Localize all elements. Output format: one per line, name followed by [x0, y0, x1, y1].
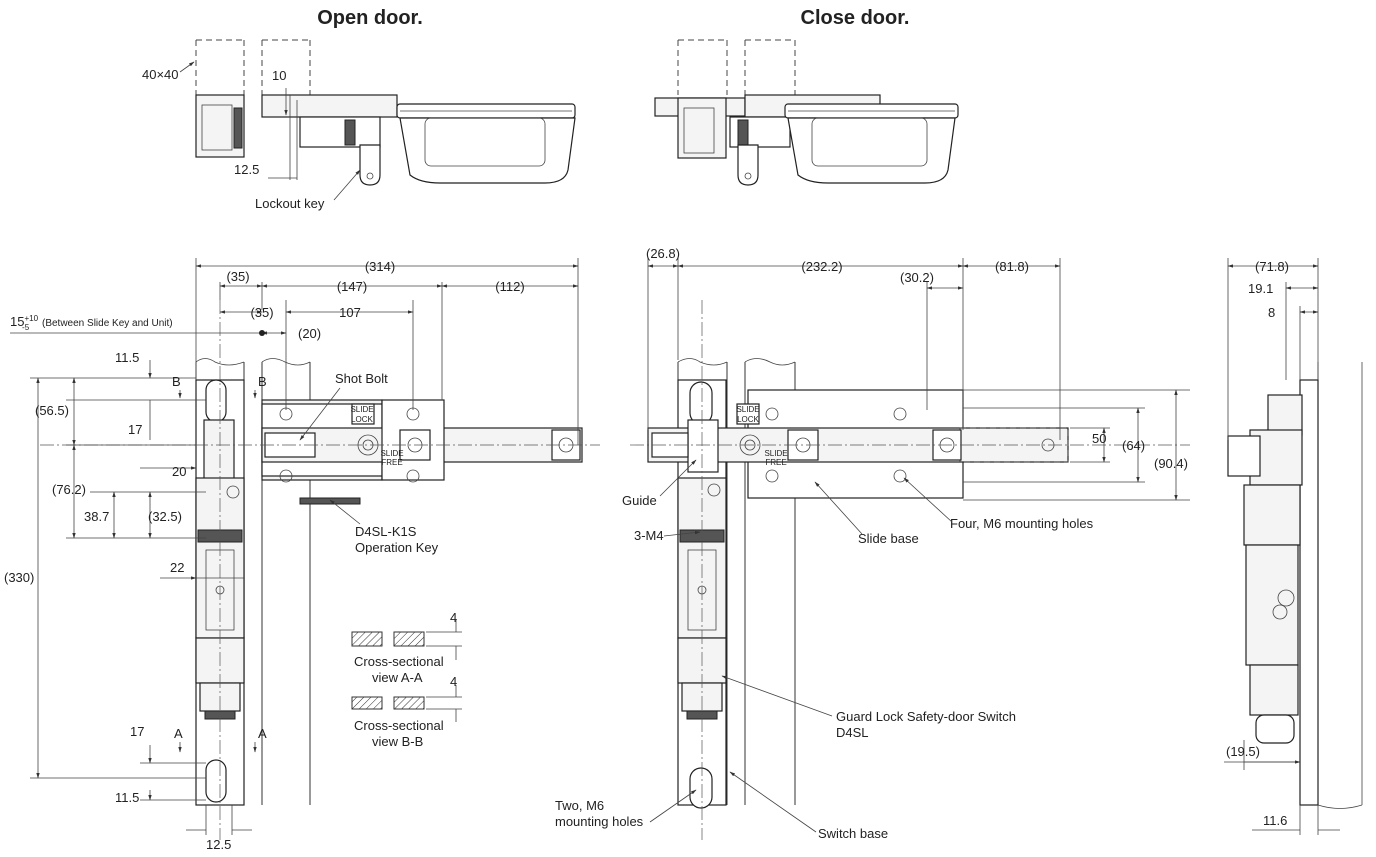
- two-m6-line2: mounting holes: [555, 814, 644, 829]
- dim-112: (112): [495, 279, 524, 294]
- dim-64: (64): [1122, 438, 1145, 453]
- dim-11-6: 11.6: [1263, 813, 1287, 828]
- two-m6-line1: Two, M6: [555, 798, 604, 813]
- close-slide-lock: LOCK: [737, 415, 759, 424]
- dim-314: (314): [365, 259, 395, 274]
- cross-sections: 4 Cross-sectional view A-A 4 Cross-secti…: [351, 610, 462, 749]
- dim-32-5: (32.5): [148, 509, 182, 524]
- dim-147: (147): [337, 279, 367, 294]
- op-key-line1: D4SL-K1S: [355, 524, 417, 539]
- title-open-door: Open door.: [317, 7, 423, 29]
- close-slide-free-top: SLIDE: [764, 449, 787, 458]
- dim-26-8: (26.8): [646, 246, 680, 261]
- top-view-close-door: [654, 39, 959, 186]
- dim-17-bottom: 17: [130, 724, 144, 739]
- cs-aa-line1: Cross-sectional: [354, 654, 444, 669]
- open-slide-free: FREE: [381, 458, 402, 467]
- close-slide-free: FREE: [765, 458, 786, 467]
- open-slide-lock-top: SLIDE: [350, 405, 373, 414]
- section-dim-4a: 4: [450, 610, 457, 625]
- cs-bb-line1: Cross-sectional: [354, 718, 444, 733]
- side-view: (71.8) 19.1 8 (19.5) 11.6: [1224, 258, 1363, 835]
- dim-20: 20: [172, 464, 186, 479]
- dim-107: 107: [339, 305, 361, 320]
- dim-17-top: 17: [128, 422, 142, 437]
- top-dim-10: 10: [272, 68, 286, 83]
- dim-22: 22: [170, 560, 184, 575]
- dim-50: 50: [1092, 431, 1106, 446]
- switch-base-label: Switch base: [818, 826, 888, 841]
- dim-232-2: (232.2): [801, 259, 842, 274]
- open-slide-lock: LOCK: [351, 415, 373, 424]
- cs-bb-line2: view B-B: [372, 734, 423, 749]
- tolerance-15: 15+10-5: [10, 314, 39, 332]
- section-a-right: A: [258, 726, 267, 741]
- dim-56-5: (56.5): [35, 403, 69, 418]
- section-b-right: B: [258, 374, 267, 389]
- dim-11-5-bottom: 11.5: [115, 790, 139, 805]
- dim-19-1: 19.1: [1248, 281, 1273, 296]
- guide-label: Guide: [622, 493, 657, 508]
- close-slide-lock-top: SLIDE: [736, 405, 759, 414]
- op-key-line2: Operation Key: [355, 540, 439, 555]
- dim-35-lower: (35): [250, 305, 273, 320]
- cs-aa-line2: view A-A: [372, 670, 423, 685]
- dim-20-paren: (20): [298, 326, 321, 341]
- dim-19-5: (19.5): [1226, 744, 1260, 759]
- three-m4-label: 3-M4: [634, 528, 664, 543]
- top-view-open-door: 10 40×40 12.5 Lockout key: [142, 39, 576, 211]
- dim-71-8: (71.8): [1255, 259, 1289, 274]
- dim-76-2: (76.2): [52, 482, 86, 497]
- tolerance-note: (Between Slide Key and Unit): [42, 318, 173, 329]
- dim-38-7: 38.7: [84, 509, 109, 524]
- lockout-key-label: Lockout key: [255, 196, 325, 211]
- top-size-40x40: 40×40: [142, 67, 179, 82]
- dim-81-8: (81.8): [995, 259, 1029, 274]
- dim-11-5-top: 11.5: [115, 350, 139, 365]
- dim-90-4: (90.4): [1154, 456, 1188, 471]
- four-m6-label: Four, M6 mounting holes: [950, 516, 1094, 531]
- dim-30-2: (30.2): [900, 270, 934, 285]
- slide-base-label: Slide base: [858, 531, 919, 546]
- dim-330: (330): [4, 570, 34, 585]
- top-dim-12-5: 12.5: [234, 162, 259, 177]
- title-close-door: Close door.: [801, 7, 910, 29]
- dim-35-upper: (35): [226, 269, 249, 284]
- guard-lock-line1: Guard Lock Safety-door Switch: [836, 709, 1016, 724]
- guard-lock-line2: D4SL: [836, 725, 869, 740]
- front-view-close-door: SLIDE LOCK SLIDE FREE (26.8) (232.2) (30…: [555, 246, 1190, 841]
- dim-12-5-bottom: 12.5: [206, 837, 231, 852]
- shot-bolt-label: Shot Bolt: [335, 371, 388, 386]
- section-dim-4b: 4: [450, 674, 457, 689]
- open-slide-free-top: SLIDE: [380, 449, 403, 458]
- dim-8: 8: [1268, 305, 1275, 320]
- section-a-left: A: [174, 726, 183, 741]
- section-b-left: B: [172, 374, 181, 389]
- front-view-open-door: SLIDE LOCK SLIDE FREE (314) (35) (147) (…: [4, 258, 600, 852]
